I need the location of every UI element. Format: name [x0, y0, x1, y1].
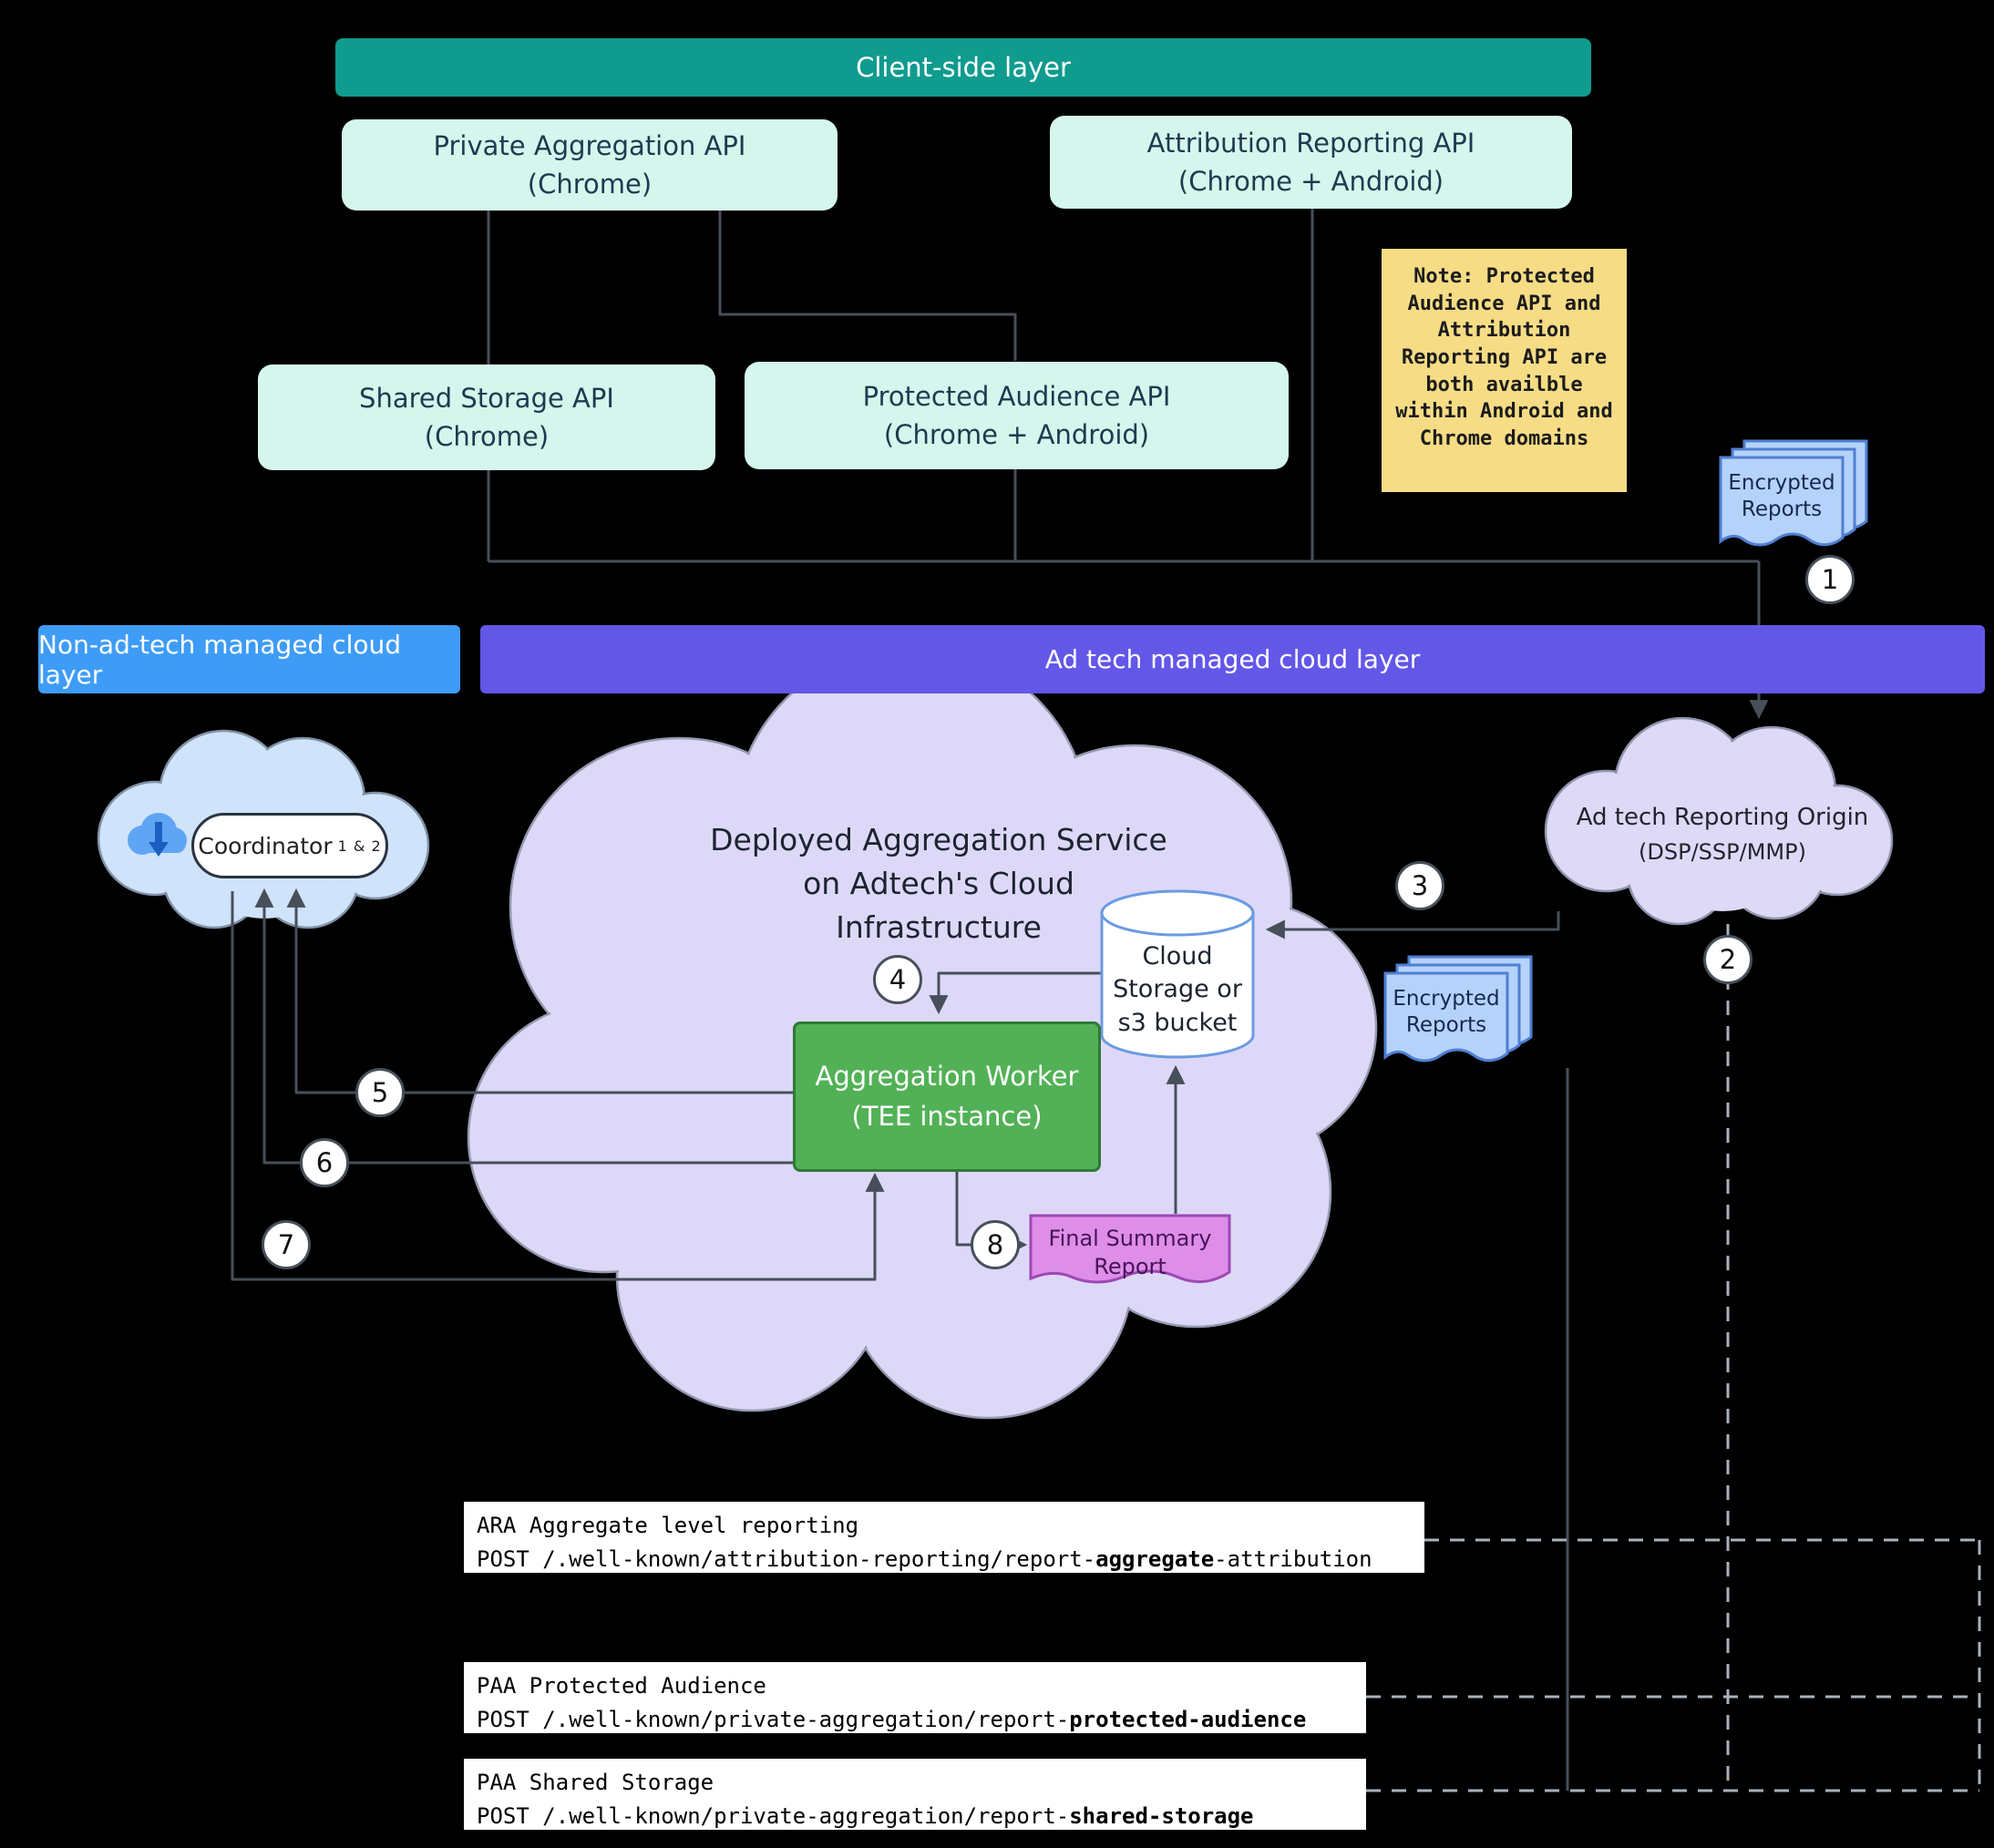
step-4-badge: 4: [873, 955, 922, 1004]
aggregation-worker-title: Aggregation Worker: [815, 1061, 1079, 1092]
aggregation-worker-box: Aggregation Worker (TEE instance): [793, 1022, 1101, 1172]
aggregation-service-title-line3: Infrastructure: [836, 909, 1042, 945]
aggregation-worker-subtitle: (TEE instance): [851, 1100, 1043, 1132]
final-summary-report-label: Final Summary Report: [1048, 1226, 1212, 1280]
ara-endpoint-code: POST /.well-known/attribution-reporting/…: [477, 1543, 1412, 1573]
encrypted-reports-label-middle: Encrypted Reports: [1393, 987, 1500, 1037]
dashed-connector-lines: [1366, 924, 1981, 1792]
shared-storage-api-box: Shared Storage API (Chrome): [258, 364, 715, 470]
non-adtech-layer-bar: Non-ad-tech managed cloud layer: [38, 625, 460, 693]
step-3-number: 3: [1411, 870, 1429, 901]
step-7-badge: 7: [262, 1220, 311, 1269]
cloud-storage-line1: Cloud: [1142, 942, 1213, 970]
ara-code-suffix: -attribution: [1214, 1546, 1372, 1573]
private-aggregation-api-box: Private Aggregation API (Chrome): [342, 119, 838, 210]
paa-shared-storage-endpoint-box: PAA Shared Storage POST /.well-known/pri…: [464, 1759, 1366, 1830]
step-6-number: 6: [315, 1147, 334, 1178]
client-side-layer-label: Client-side layer: [856, 52, 1071, 83]
private-aggregation-api-subtitle: (Chrome): [527, 169, 653, 200]
private-aggregation-api-title: Private Aggregation API: [433, 129, 746, 161]
paa-shared-storage-title: PAA Shared Storage: [477, 1770, 714, 1795]
step-1-badge: 1: [1805, 555, 1855, 604]
attribution-reporting-api-subtitle: (Chrome + Android): [1177, 166, 1444, 197]
adtech-layer-label: Ad tech managed cloud layer: [1044, 644, 1421, 674]
cloud-storage-label: Cloud Storage or s3 bucket: [1106, 940, 1249, 1040]
step-4-number: 4: [889, 964, 907, 995]
aggregation-service-title-line1: Deployed Aggregation Service: [710, 822, 1167, 857]
ara-code-prefix: POST /.well-known/attribution-reporting/…: [477, 1546, 1096, 1573]
paa-protected-audience-endpoint-box: PAA Protected Audience POST /.well-known…: [464, 1662, 1366, 1733]
ara-endpoint-box: ARA Aggregate level reporting POST /.wel…: [464, 1502, 1424, 1573]
client-side-layer-bar: Client-side layer: [335, 38, 1591, 97]
encrypted-reports-icon-middle: [1383, 955, 1533, 1063]
paa-ss-code-bold: shared-storage: [1069, 1803, 1254, 1830]
step-8-number: 8: [986, 1229, 1004, 1260]
aggregation-service-title-line2: on Adtech's Cloud: [803, 865, 1074, 901]
coordinator-pill: Coordinator 1 & 2: [191, 813, 388, 878]
reporting-origin-label: Ad tech Reporting Origin (DSP/SSP/MMP): [1549, 800, 1896, 868]
step-5-number: 5: [371, 1077, 389, 1108]
encrypted-reports-icon-top: [1719, 439, 1868, 547]
protected-audience-api-subtitle: (Chrome + Android): [883, 419, 1150, 450]
cloud-storage-cylinder: [1100, 889, 1255, 1059]
note-text: Note: Protected Audience API and Attribu…: [1395, 265, 1613, 451]
adtech-layer-bar: Ad tech managed cloud layer: [480, 625, 1985, 693]
reporting-origin-line1: Ad tech Reporting Origin: [1576, 804, 1869, 831]
step-6-badge: 6: [300, 1138, 349, 1187]
cloud-storage-line2: Storage or: [1113, 975, 1242, 1004]
step-1-number: 1: [1821, 564, 1839, 595]
coordinator-label: Coordinator: [198, 832, 333, 859]
final-summary-report-icon: [1029, 1214, 1231, 1284]
shared-storage-api-subtitle: (Chrome): [424, 421, 550, 452]
cloud-download-icon: [128, 813, 187, 857]
non-adtech-layer-label: Non-ad-tech managed cloud layer: [38, 629, 402, 690]
reporting-origin-line2: (DSP/SSP/MMP): [1639, 839, 1806, 865]
encrypted-reports-label-top: Encrypted Reports: [1728, 471, 1835, 521]
shared-storage-api-title: Shared Storage API: [359, 382, 614, 414]
ara-code-bold: aggregate: [1095, 1546, 1215, 1573]
paa-shared-storage-code: POST /.well-known/private-aggregation/re…: [477, 1800, 1353, 1830]
step-2-badge: 2: [1703, 935, 1752, 984]
protected-audience-api-title: Protected Audience API: [862, 380, 1171, 412]
step-7-number: 7: [277, 1229, 295, 1260]
reporting-origin-cloud: [1544, 716, 1894, 926]
coordinator-sub-label: 1 & 2: [337, 837, 382, 855]
step-8-badge: 8: [971, 1220, 1020, 1269]
paa-pa-code-bold: protected-audience: [1069, 1707, 1307, 1733]
paa-protected-audience-code: POST /.well-known/private-aggregation/re…: [477, 1703, 1353, 1733]
step-2-number: 2: [1719, 944, 1737, 975]
paa-protected-audience-title: PAA Protected Audience: [477, 1673, 766, 1699]
cloud-storage-line3: s3 bucket: [1117, 1008, 1238, 1037]
attribution-reporting-api-box: Attribution Reporting API (Chrome + Andr…: [1050, 116, 1572, 209]
note-sticky: Note: Protected Audience API and Attribu…: [1382, 249, 1627, 492]
aggregation-service-title: Deployed Aggregation Service on Adtech's…: [629, 818, 1249, 950]
step-5-badge: 5: [355, 1068, 405, 1117]
paa-pa-code-prefix: POST /.well-known/private-aggregation/re…: [477, 1707, 1070, 1733]
step-3-badge: 3: [1395, 861, 1444, 910]
connector-lines: [231, 209, 1769, 1791]
paa-ss-code-prefix: POST /.well-known/private-aggregation/re…: [477, 1803, 1070, 1830]
attribution-reporting-api-title: Attribution Reporting API: [1146, 127, 1475, 159]
protected-audience-api-box: Protected Audience API (Chrome + Android…: [745, 362, 1289, 469]
ara-endpoint-title: ARA Aggregate level reporting: [477, 1513, 859, 1538]
